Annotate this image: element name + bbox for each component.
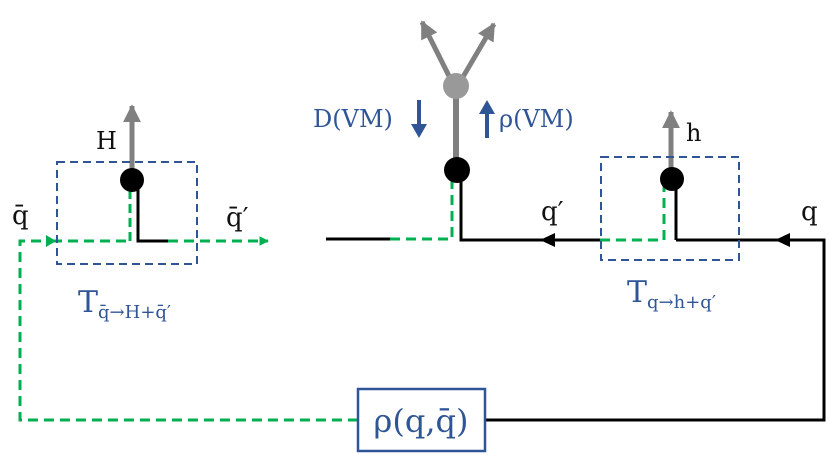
right-dashed-box bbox=[600, 156, 740, 261]
q-prime-arrowhead bbox=[540, 233, 555, 247]
left-dashed-box bbox=[56, 161, 198, 265]
right-green-dashed bbox=[600, 186, 666, 242]
rho-vm-arrowhead bbox=[479, 100, 495, 114]
label-h: h bbox=[686, 119, 701, 147]
label-T-right-sub: q→h+q′ bbox=[647, 292, 716, 313]
vm-blob bbox=[443, 73, 469, 99]
label-q-prime: q′ bbox=[541, 197, 564, 227]
center-vertex-dot bbox=[444, 157, 470, 183]
right-vertex-dot bbox=[660, 167, 684, 191]
label-H: H bbox=[96, 127, 117, 155]
loop-black-solid bbox=[486, 238, 826, 422]
vm-decay-right bbox=[457, 22, 497, 84]
label-T-left-sub: q̄→H+q̄′ bbox=[98, 302, 171, 323]
center-black-right bbox=[459, 176, 600, 242]
label-D-VM: D(VM) bbox=[313, 105, 393, 133]
label-rho-box: ρ(q,q̄) bbox=[374, 402, 469, 440]
center-green-dashed bbox=[390, 176, 454, 241]
label-T-left: Tq̄→H+q̄′ bbox=[78, 285, 171, 323]
left-vertex-dot bbox=[120, 168, 144, 192]
rho-box bbox=[356, 387, 487, 453]
vm-decay-left bbox=[419, 20, 455, 84]
label-q-in: q bbox=[801, 197, 818, 227]
label-rho-VM: ρ(VM) bbox=[499, 105, 574, 133]
label-T-right-main: T bbox=[627, 275, 647, 310]
label-qbar-prime-out: q̄′ bbox=[226, 203, 249, 233]
label-T-left-main: T bbox=[78, 285, 98, 320]
loop-green-dashed bbox=[18, 239, 358, 422]
left-in-arrowhead bbox=[46, 235, 56, 247]
d-vm-arrowhead bbox=[411, 124, 427, 138]
left-black-stub bbox=[136, 183, 168, 243]
label-T-right: Tq→h+q′ bbox=[627, 275, 716, 313]
label-qbar-in: q̄ bbox=[12, 201, 29, 231]
